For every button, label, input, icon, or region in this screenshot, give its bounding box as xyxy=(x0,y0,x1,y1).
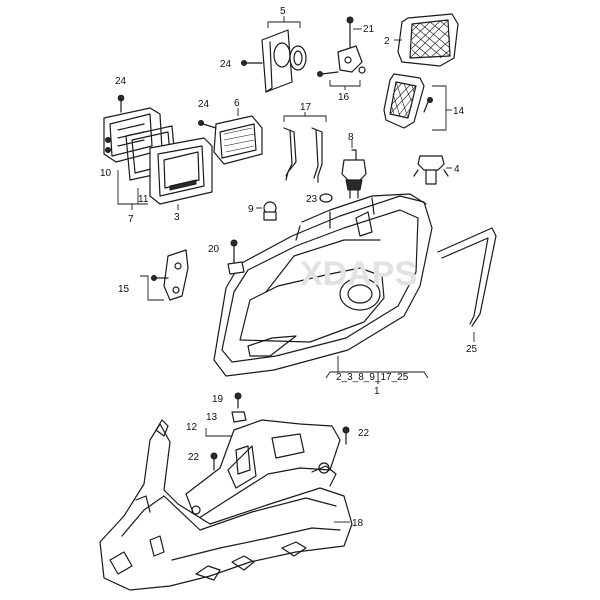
part-23-cap xyxy=(319,193,333,203)
part-13-nut xyxy=(231,411,247,423)
part-24-screw-top xyxy=(241,60,263,66)
callout-10: 10 xyxy=(100,168,112,179)
part-9-side-bulb xyxy=(263,201,277,221)
callout-22-right: 22 xyxy=(358,428,370,439)
callout-4: 4 xyxy=(454,164,460,175)
callout-22-left: 22 xyxy=(188,452,200,463)
part-2-mesh-cover xyxy=(397,13,459,67)
part-24-screw-left xyxy=(117,94,125,113)
callout-9: 9 xyxy=(248,204,254,215)
callout-1: 1 xyxy=(374,386,380,397)
part-25-trim-strip xyxy=(437,227,497,327)
callout-12: 12 xyxy=(186,422,198,433)
part-18-carrier-frame xyxy=(99,419,353,591)
callout-7: 7 xyxy=(128,214,134,225)
callout-21: 21 xyxy=(363,24,375,35)
part-4-connector-cap xyxy=(413,155,449,185)
callout-13: 13 xyxy=(206,412,218,423)
part-3-housing-frame xyxy=(149,137,213,205)
callout-19: 19 xyxy=(212,394,224,405)
callout-6: 6 xyxy=(234,98,240,109)
group-label-1: 2_3_8_9_17_25 xyxy=(336,372,409,383)
callout-24-top: 24 xyxy=(220,59,232,70)
callout-16: 16 xyxy=(338,92,350,103)
part-14-small-mesh-cover xyxy=(383,73,433,129)
callout-20: 20 xyxy=(208,244,220,255)
part-21-screw xyxy=(346,16,354,49)
part-19-screw xyxy=(234,392,242,409)
callout-3: 3 xyxy=(174,212,180,223)
callout-8: 8 xyxy=(348,132,354,143)
part-17-spring-clips xyxy=(283,127,323,183)
part-22-screw-right xyxy=(342,426,350,445)
callout-17: 17 xyxy=(300,102,312,113)
part-22-screw-left xyxy=(210,452,218,471)
callout-2: 2 xyxy=(384,36,390,47)
part-8-xenon-bulb xyxy=(341,149,367,199)
callout-14: 14 xyxy=(453,106,465,117)
part-20-screw xyxy=(230,239,238,263)
callout-5: 5 xyxy=(280,6,286,17)
callout-15: 15 xyxy=(118,284,130,295)
part-15-mounting-bracket xyxy=(151,249,189,301)
callout-25: 25 xyxy=(466,344,478,355)
callout-11: 11 xyxy=(138,194,149,205)
callout-24-left: 24 xyxy=(115,76,127,87)
callout-24-mid: 24 xyxy=(198,99,210,110)
part-5-cap-bracket xyxy=(261,29,307,93)
part-6-ballast-module xyxy=(198,115,263,165)
headlight-assembly xyxy=(213,193,433,377)
callout-23: 23 xyxy=(306,194,318,205)
callout-18: 18 xyxy=(352,518,364,529)
bracket-5 xyxy=(267,21,301,28)
watermark: XDAPS xyxy=(300,255,417,293)
part-16-adjuster-bracket xyxy=(317,45,366,77)
